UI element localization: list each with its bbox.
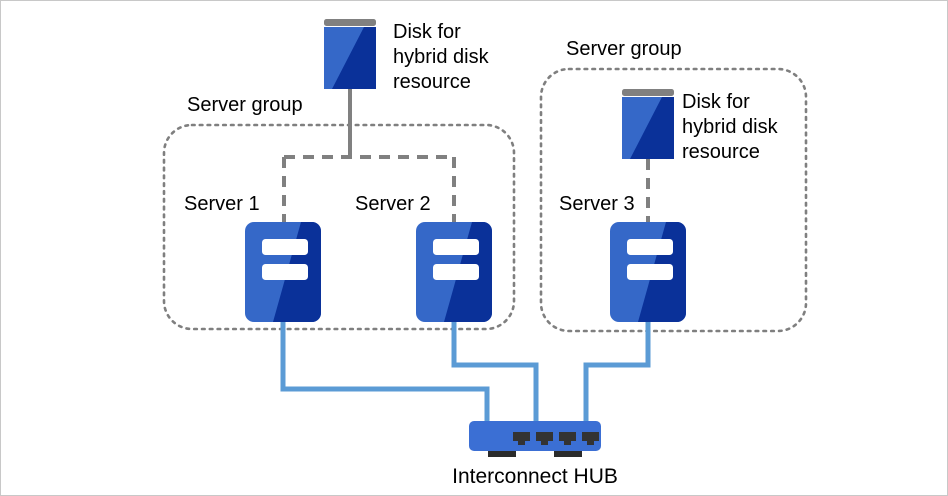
hub-port-icon — [559, 432, 576, 445]
disk-cap — [622, 89, 674, 96]
network-line-server-1 — [280, 322, 490, 421]
network-line-server-2 — [451, 322, 539, 421]
server-slot-bar — [627, 264, 673, 280]
hub-port-icon — [513, 432, 530, 445]
server-icon-2 — [416, 222, 492, 322]
server-slot-bar — [627, 239, 673, 255]
disk-label-line: resource — [682, 141, 760, 163]
disk-label-line: resource — [393, 71, 471, 93]
disk-label-line: hybrid disk — [682, 116, 779, 138]
server-group-left-box — [162, 123, 516, 331]
server-slot-bar — [433, 239, 479, 255]
server-slot-bar — [262, 264, 308, 280]
server-group-right-box — [539, 67, 808, 333]
server-slot-bar — [433, 264, 479, 280]
hub-chassis — [469, 421, 601, 451]
disk-cap — [324, 19, 376, 26]
disk-label-line: Disk for — [393, 21, 461, 43]
server-group-left-label: Server group — [187, 94, 303, 116]
hub-port-icon — [536, 432, 553, 445]
disk-label-line: Disk for — [682, 91, 750, 113]
server-icon-3 — [610, 222, 686, 322]
disk-shared-left-label: Disk for hybrid disk resource — [393, 21, 490, 93]
disk-label-line: hybrid disk — [393, 46, 490, 68]
network-line-server-3 — [583, 322, 651, 421]
server-slot-bar — [262, 239, 308, 255]
hub-icon — [469, 421, 601, 457]
disk-icon-shared-left — [324, 19, 376, 89]
hub-label: Interconnect HUB — [452, 465, 618, 488]
server-3-label: Server 3 — [559, 193, 635, 215]
hub-foot — [554, 449, 582, 457]
server-icon-1 — [245, 222, 321, 322]
disk-icon-right — [622, 89, 674, 159]
hybrid-disk-bracket-left — [282, 155, 456, 222]
hub-port-icon — [582, 432, 599, 445]
server-group-right-label: Server group — [566, 38, 682, 60]
hub-port-group — [513, 432, 599, 445]
hub-foot — [488, 449, 516, 457]
disk-right-label: Disk for hybrid disk resource — [682, 91, 779, 163]
server-1-label: Server 1 — [184, 193, 260, 215]
server-2-label: Server 2 — [355, 193, 431, 215]
